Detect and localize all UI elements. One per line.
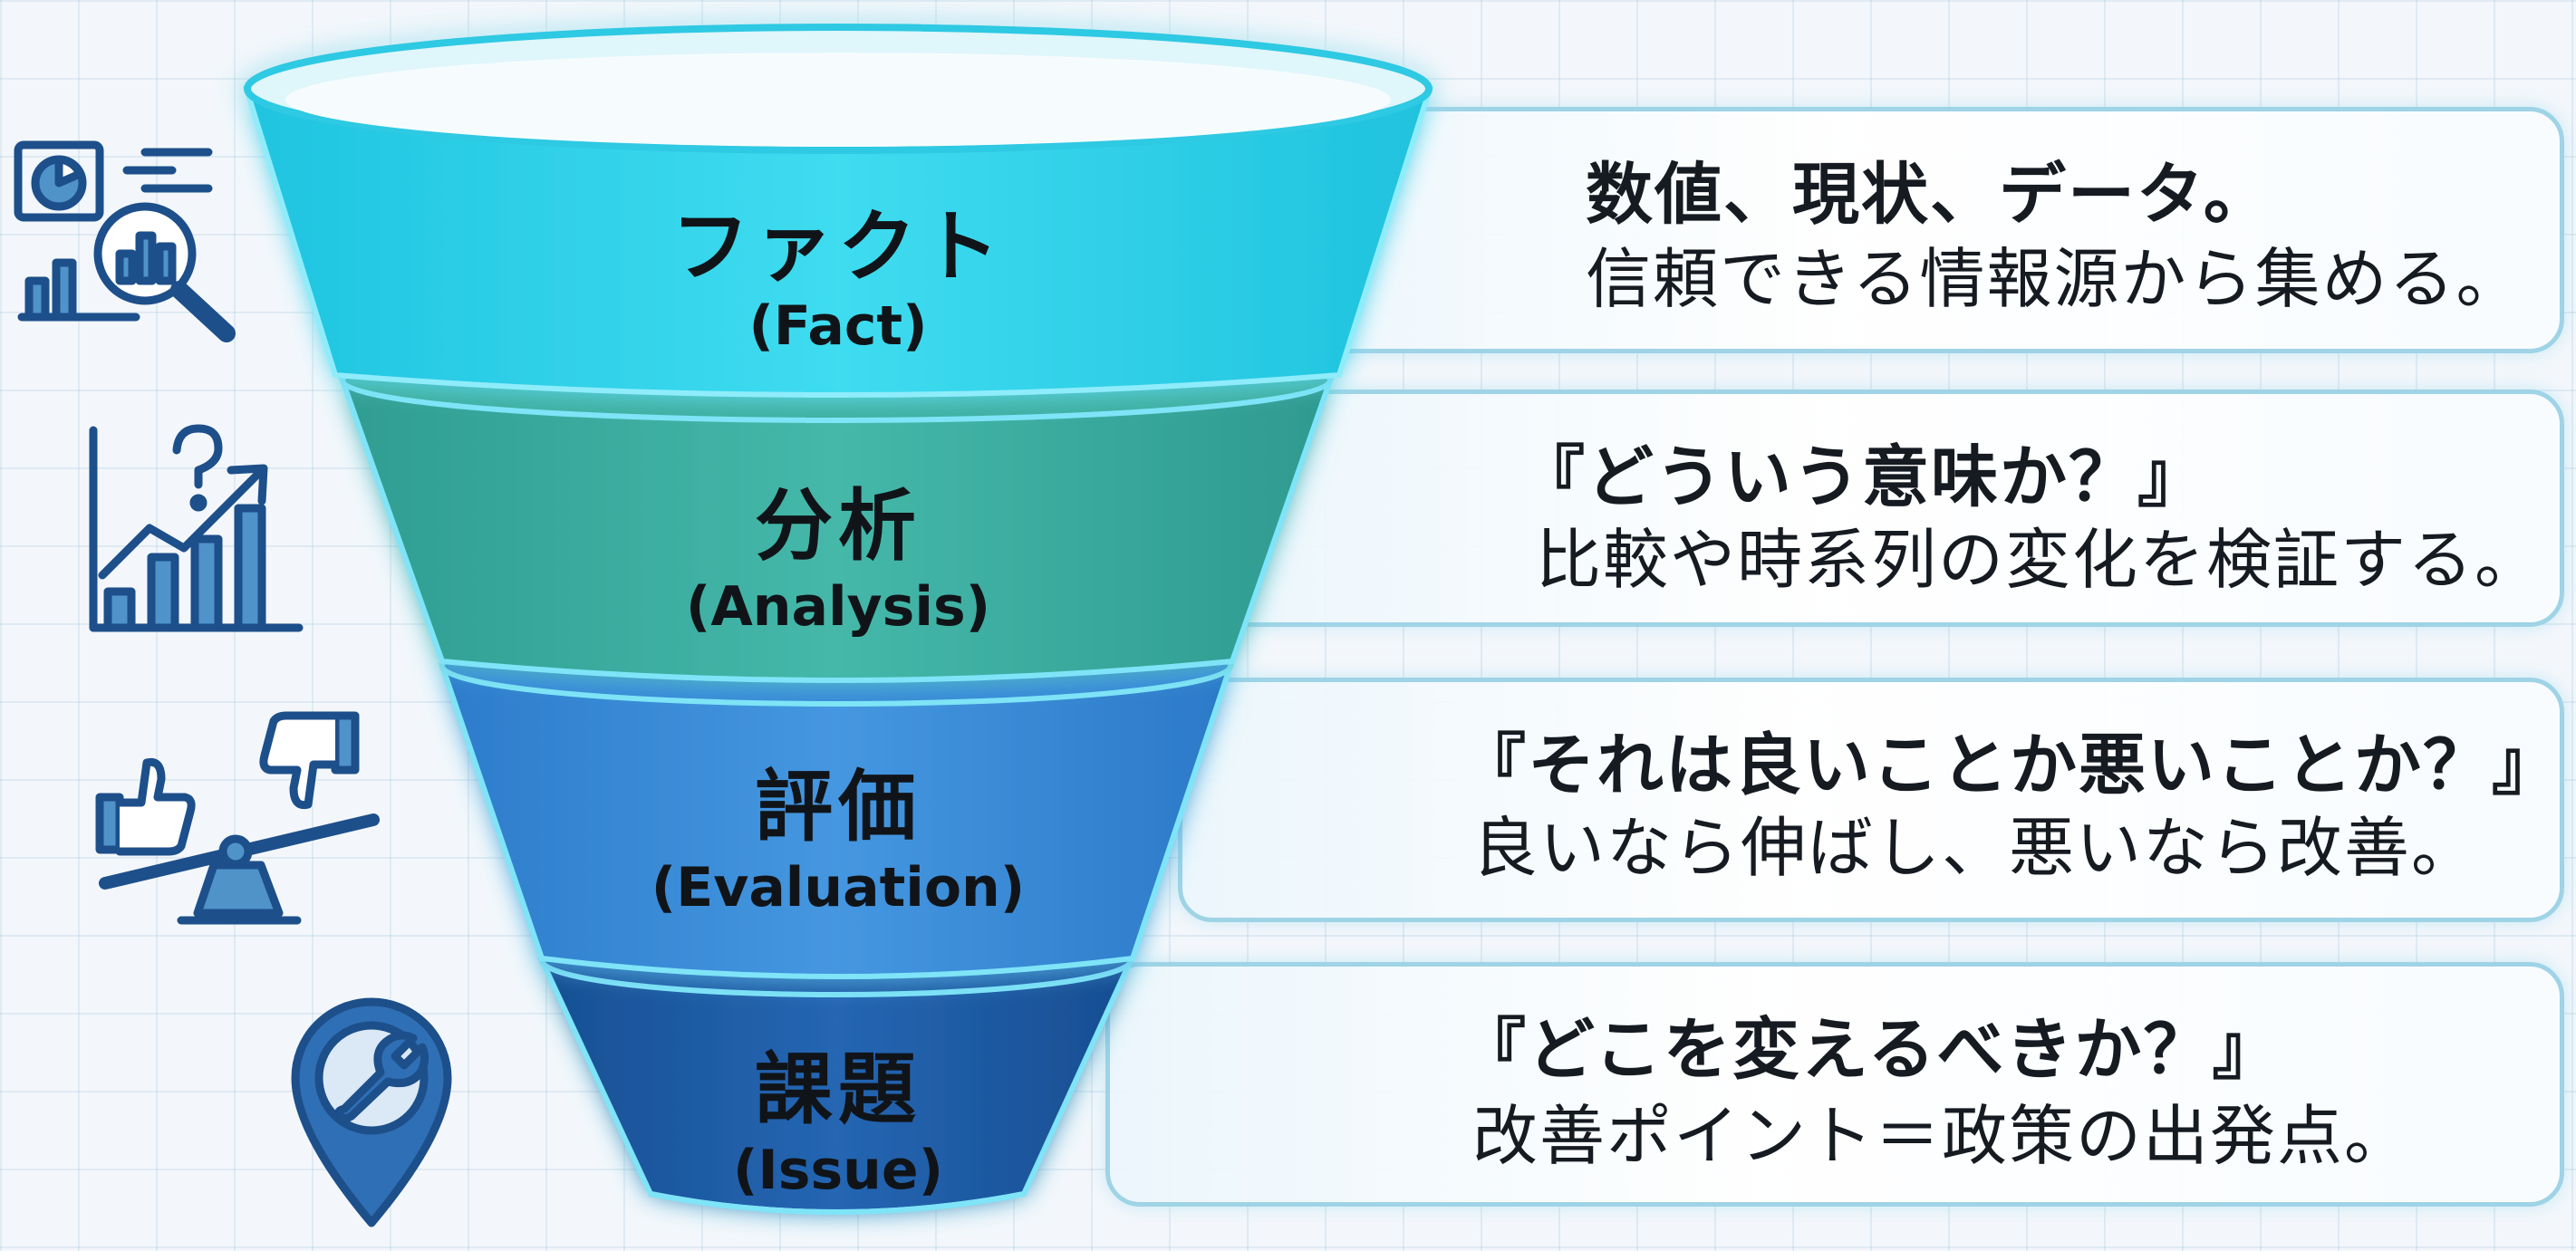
analysis-description-line1: 『どういう意味か？』 <box>1518 438 2206 516</box>
issue-title: 課題 <box>755 1044 921 1135</box>
fact-description-line1: 数値、現状、データ。 <box>1586 156 2272 234</box>
evaluation-description-line2: 良いなら伸ばし、悪いなら改善。 <box>1472 810 2479 886</box>
issue-description-box <box>1105 962 2564 1207</box>
analysis-description-box <box>1214 390 2564 627</box>
issue-description-line1: 『どこを変えるべきか？』 <box>1459 1011 2282 1089</box>
analysis-title: 分析 <box>755 481 921 572</box>
funnel-layer-fact <box>242 24 1434 398</box>
evaluation-description-box <box>1178 678 2564 922</box>
wrench-pin-icon <box>291 997 452 1227</box>
fact-description-line2: 信頼できる情報源から集める。 <box>1586 241 2523 317</box>
issue-description-line2: 改善ポイント＝政策の出発点。 <box>1472 1098 2412 1174</box>
fact-subtitle: (Fact) <box>748 294 928 358</box>
fact-title: ファクト <box>671 202 1005 293</box>
evaluation-title: 評価 <box>755 762 921 852</box>
fact-description-box <box>1241 107 2564 353</box>
evaluation-subtitle: (Evaluation) <box>651 856 1026 919</box>
analysis-description-line2: 比較や時系列の変化を検証する。 <box>1536 522 2542 598</box>
evaluation-description-line1: 『それは良いことか悪いことか？』 <box>1459 727 2561 804</box>
issue-subtitle: (Issue) <box>732 1139 943 1202</box>
rising-chart-question-icon <box>89 424 304 632</box>
thumbs-scale-icon <box>95 711 380 925</box>
analysis-subtitle: (Analysis) <box>685 575 991 639</box>
magnifier-chart-icon <box>14 140 236 342</box>
